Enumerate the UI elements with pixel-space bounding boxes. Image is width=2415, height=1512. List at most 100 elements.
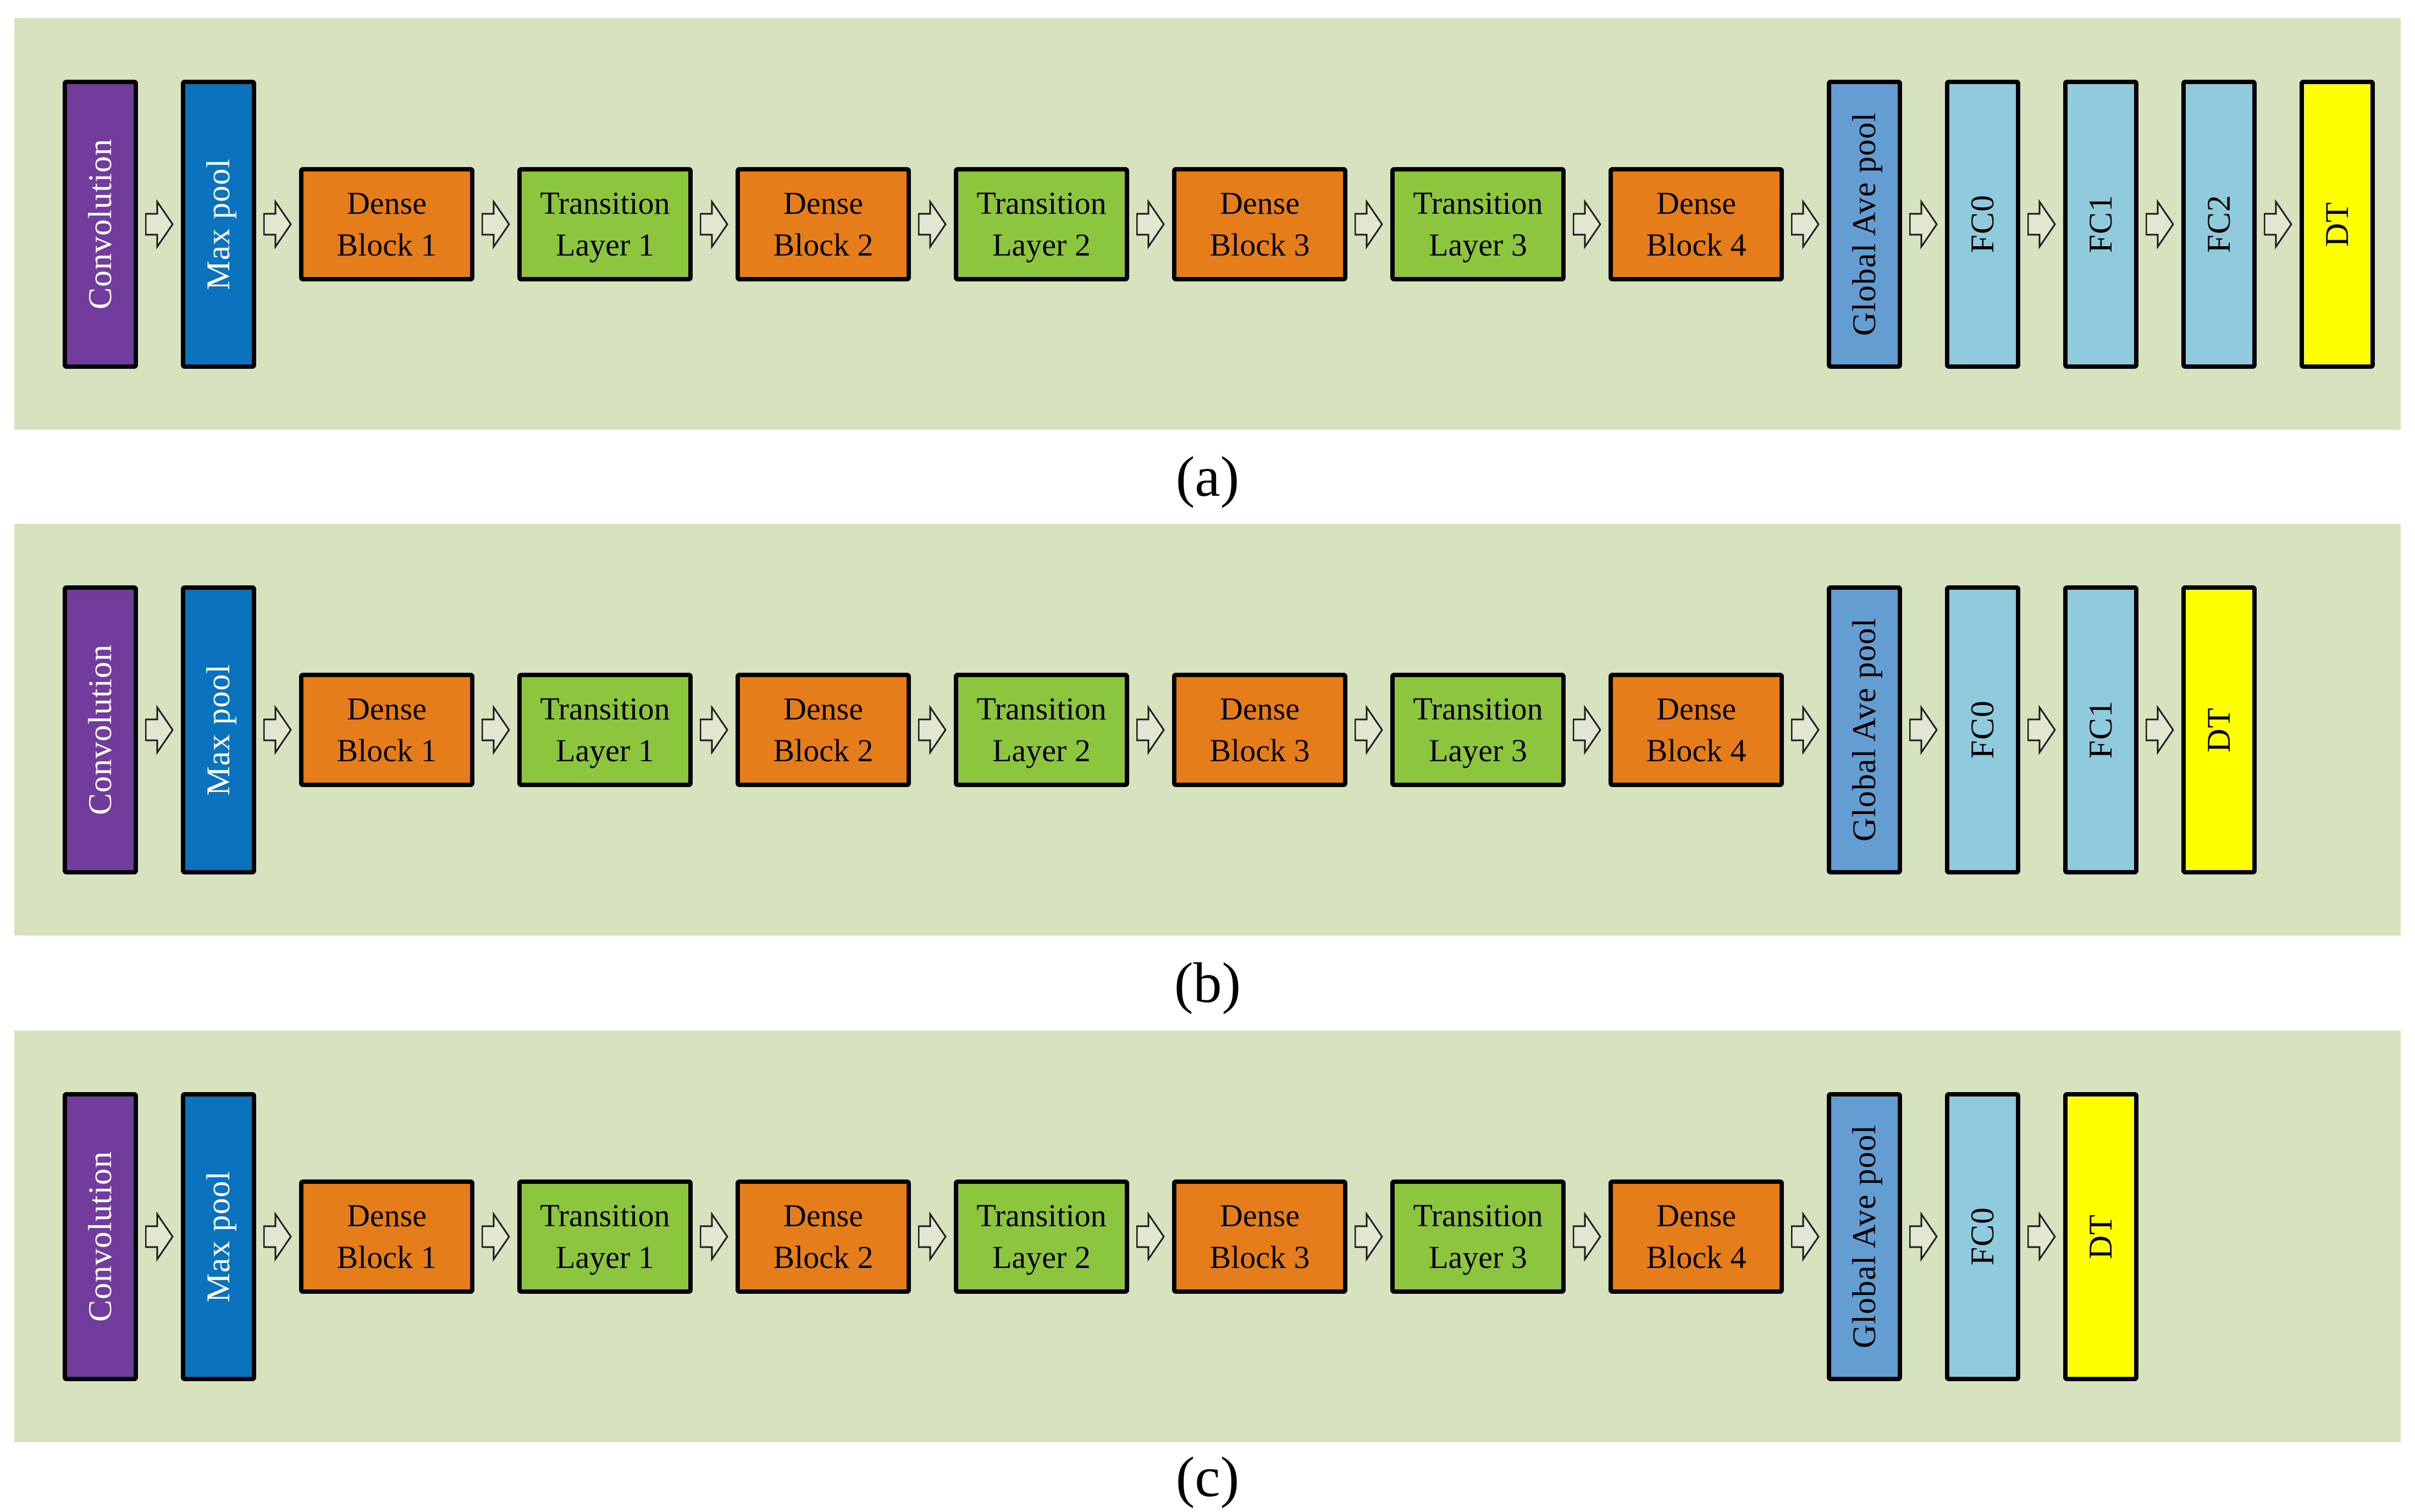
block-transition-layer-1: Transition Layer 1	[517, 672, 693, 787]
transition-layer-1-label: Transition Layer 1	[540, 1195, 670, 1278]
label-line: Layer 2	[992, 732, 1091, 768]
label-line: Transition	[976, 1198, 1107, 1234]
right-arrow-icon	[145, 704, 174, 755]
label-line: Transition	[1413, 185, 1543, 221]
label-line: Block 3	[1209, 1239, 1310, 1275]
dense-block-2-label: Dense Block 2	[773, 688, 873, 771]
block-dense-block-1: Dense Block 1	[299, 672, 474, 787]
flow-arrow-icon	[911, 704, 954, 755]
block-convolution: Convolution	[63, 1092, 138, 1381]
label-line: Dense	[1656, 691, 1736, 727]
block-transition-layer-2: Transition Layer 2	[954, 167, 1129, 281]
dense-block-1-label: Dense Block 1	[336, 688, 436, 771]
block-max-pool: Max pool	[181, 79, 256, 369]
block-dense-block-3: Dense Block 3	[1172, 1179, 1347, 1294]
transition-layer-2-label: Transition Layer 2	[976, 1195, 1106, 1278]
label-line: Dense	[347, 1198, 427, 1234]
label-line: Layer 1	[556, 732, 654, 768]
flow-arrow-icon	[256, 198, 299, 250]
block-fc1: FC1	[2063, 585, 2138, 874]
right-arrow-icon	[263, 1211, 292, 1262]
fc0-label: FC0	[1964, 700, 2000, 759]
block-dense-block-4: Dense Block 4	[1609, 1179, 1784, 1294]
block-dt: DT	[2181, 585, 2257, 874]
dense-block-3-label: Dense Block 3	[1209, 182, 1309, 265]
block-global-ave-pool: Global Ave pool	[1827, 585, 1902, 874]
flow-arrow-icon	[1566, 1211, 1609, 1262]
dense-block-2-label: Dense Block 2	[773, 1195, 873, 1278]
flow-arrow-icon	[1784, 1211, 1827, 1262]
flow-arrow-icon	[1347, 1211, 1390, 1262]
label-line: Dense	[783, 691, 863, 727]
block-global-ave-pool: Global Ave pool	[1827, 1092, 1902, 1381]
label-line: Layer 2	[992, 226, 1091, 263]
flow-arrow-icon	[1129, 1211, 1172, 1262]
flow-arrow-icon	[2257, 198, 2300, 250]
flow-arrow-icon	[1347, 198, 1390, 250]
block-dense-block-2: Dense Block 2	[736, 1179, 911, 1294]
right-arrow-icon	[145, 1211, 174, 1262]
max-pool-label: Max pool	[200, 1170, 236, 1303]
flow-arrow-icon	[256, 1211, 299, 1262]
caption-a: (a)	[1175, 445, 1240, 508]
block-dt: DT	[2063, 1092, 2138, 1381]
dense-block-1-label: Dense Block 1	[336, 182, 436, 265]
label-line: Layer 3	[1429, 226, 1527, 263]
convolution-label: Convolution	[82, 644, 118, 816]
right-arrow-icon	[1909, 198, 1938, 250]
transition-layer-1-label: Transition Layer 1	[540, 182, 670, 265]
label-line: Dense	[783, 185, 863, 221]
label-line: Layer 1	[556, 1239, 654, 1275]
right-arrow-icon	[1573, 704, 1601, 755]
flow-arrow-icon	[138, 198, 181, 250]
flow-arrow-icon	[693, 704, 736, 755]
right-arrow-icon	[700, 1211, 728, 1262]
right-arrow-icon	[1136, 1211, 1165, 1262]
transition-layer-2-label: Transition Layer 2	[976, 182, 1106, 265]
dt-label: DT	[2201, 707, 2237, 752]
flow-arrow-icon	[1784, 704, 1827, 755]
label-line: Block 3	[1209, 732, 1310, 768]
flow-arrow-icon	[474, 198, 517, 250]
label-line: Layer 2	[992, 1239, 1091, 1275]
right-arrow-icon	[2027, 704, 2056, 755]
right-arrow-icon	[918, 1211, 947, 1262]
label-line: Dense	[1656, 1198, 1736, 1234]
label-line: Transition	[540, 185, 670, 221]
right-arrow-icon	[482, 1211, 510, 1262]
label-line: Block 1	[336, 732, 437, 768]
block-dense-block-1: Dense Block 1	[299, 167, 474, 281]
block-max-pool: Max pool	[181, 1092, 256, 1381]
flow-arrow-icon	[2138, 198, 2181, 250]
label-line: Dense	[783, 1198, 863, 1234]
right-arrow-icon	[2027, 1211, 2056, 1262]
fc1-label: FC1	[2082, 195, 2119, 253]
label-line: Block 1	[336, 1239, 437, 1275]
block-convolution: Convolution	[63, 79, 138, 369]
flow-arrow-icon	[2020, 1211, 2063, 1262]
flow-arrow-icon	[911, 1211, 954, 1262]
dense-block-3-label: Dense Block 3	[1209, 1195, 1309, 1278]
dense-block-2-label: Dense Block 2	[773, 182, 873, 265]
flow-arrow-icon	[1129, 198, 1172, 250]
block-dense-block-2: Dense Block 2	[736, 167, 911, 281]
block-dense-block-3: Dense Block 3	[1172, 167, 1347, 281]
block-transition-layer-3: Transition Layer 3	[1390, 672, 1566, 787]
right-arrow-icon	[1355, 198, 1383, 250]
dense-block-4-label: Dense Block 4	[1646, 1195, 1746, 1278]
right-arrow-icon	[1573, 1211, 1601, 1262]
dt-label: DT	[2082, 1214, 2119, 1259]
block-max-pool: Max pool	[181, 585, 256, 874]
flow-arrow-icon	[138, 1211, 181, 1262]
right-arrow-icon	[918, 198, 947, 250]
label-line: Dense	[1220, 1198, 1300, 1234]
block-transition-layer-1: Transition Layer 1	[517, 167, 693, 281]
panel-a: Convolution Max pool Dense Block 1 Trans…	[14, 18, 2401, 430]
label-line: Block 3	[1209, 226, 1310, 263]
label-line: Transition	[976, 691, 1107, 727]
right-arrow-icon	[2146, 198, 2174, 250]
right-arrow-icon	[1355, 704, 1383, 755]
label-line: Transition	[976, 185, 1107, 221]
flow-arrow-icon	[1902, 1211, 1945, 1262]
fc0-label: FC0	[1964, 1207, 2000, 1266]
